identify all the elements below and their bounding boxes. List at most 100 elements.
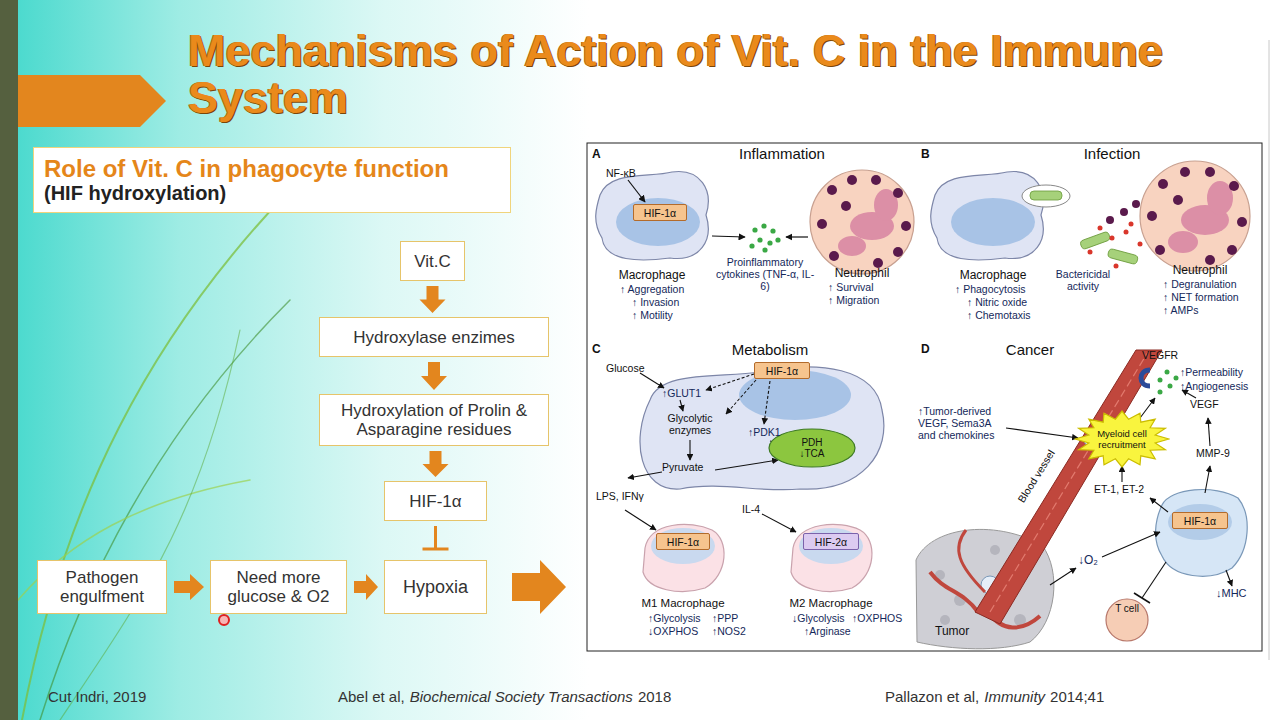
starburst: Myeloid cell recruitment [1074,410,1170,468]
cytokine-dots [749,223,780,252]
effect-label: ↑Permeability [1180,366,1243,378]
decor-swoosh [40,300,290,720]
block-arrow-shape [420,286,446,313]
node-text: HIF-1α [766,365,798,377]
neutrophil-cell [1173,195,1183,205]
process-box: Hydroxylation of Prolin & Asparagine res… [319,394,549,446]
big-arrow [512,560,566,614]
block-arrow [174,574,204,600]
m2-macrophage [791,524,872,591]
citation-line: Abel et al,Biochemical Society Transacti… [338,688,671,706]
node-text: HIF-1α [644,207,676,219]
block-arrow [420,286,446,313]
cytokine-dots [767,240,772,245]
node-text: Need more glucose & O2 [217,568,340,606]
vegf-receptor [1141,370,1150,386]
node-text: HIF-2α [815,536,847,548]
vegf-dots [1165,370,1170,375]
block-arrow [421,362,447,390]
bacteria [1110,236,1115,241]
vegf-dots [1158,370,1179,395]
citation: Abel et al, [338,688,405,706]
macrophage-cell [951,198,1035,246]
panel-title: Cancer [970,341,1090,358]
m2-macrophage [791,524,872,591]
cell-name: M1 Macrophage [628,597,738,610]
neutrophil-cell [1140,161,1250,271]
process-box: HIF-1α [384,481,487,521]
effect-label: ↑ Nitric oxide [967,296,1027,308]
decor-swoosh [18,150,330,720]
citation: Immunity [984,688,1045,706]
neutrophil-cell [893,188,903,198]
bacteria [1120,208,1128,216]
m1-macrophage [651,528,715,564]
figure-frame [587,143,1262,651]
hif-box: HIF-1α [1172,512,1228,529]
vegf-dots [1158,390,1163,395]
m1-macrophage [643,524,724,591]
decor-swoosh [22,150,330,720]
block-arrow-shape [421,362,447,390]
vegf-dots [1168,384,1173,389]
node-text: (HIF hydroxylation) [44,182,226,205]
pathway-arrow [1102,532,1160,557]
tam-cell [1156,490,1248,577]
neutrophil-cell [901,221,911,231]
cytokine-dots [775,237,780,242]
node-text: HIF-1α [667,536,699,548]
factor-label: ET-1, ET-2 [1094,483,1144,495]
pathway-arrow [689,440,690,460]
cytokine-dots [757,237,762,242]
neutrophil-cell [847,175,857,185]
neutrophil-cell [817,175,911,268]
neutrophil-cell [1229,181,1239,191]
starburst-outline [1075,411,1169,467]
cell [640,367,884,490]
side-bar [0,0,18,720]
effect-label: ↓O₂ [1078,553,1098,567]
tam-cell [1168,504,1232,540]
bacteria [1114,264,1119,269]
pathway-arrow [1140,398,1155,418]
node-text: Hydroxylase enzimes [353,328,515,347]
effect-label: ↑ NET formation [1163,291,1239,303]
mitochondrion: PDH↓TCA [768,428,856,468]
stimulus-label: IL-4 [742,503,760,515]
hif-box: HIF-2α [803,533,859,550]
effect-label: ↑NOS2 [712,625,746,637]
macrophage-cell [931,172,1070,260]
bacteria [1098,226,1103,231]
m2-macrophage [799,528,863,564]
pathway-arrow [1006,390,1232,603]
bacteria [1106,200,1140,224]
t-cell-circle-outline [1106,599,1148,641]
effect-label: ↑Angiogenesis [1180,380,1248,392]
pathway-arrow [628,472,662,478]
side-bar [0,0,18,720]
pathway-arrow [680,400,683,411]
neutrophil-cell [1180,167,1190,177]
neutrophil-cell [1237,217,1247,227]
neutrophil-cell [871,175,881,185]
macrophage-cell [1030,191,1062,200]
vegf-receptor [1141,370,1150,386]
cell-name: Macrophage [943,268,1043,282]
neutrophil-cell [810,170,914,274]
pathway-arrow [1226,570,1232,586]
pathway-arrow [715,460,778,470]
effect-label: ↓OXPHOS [648,625,698,637]
effect-label: ↑ Invasion [632,296,679,308]
node-text: Myeloid cell recruitment [1088,428,1156,450]
metabolite-label: Glucose [606,362,645,374]
effect-label: ↑ Motility [632,309,673,321]
neutrophil-cell [1205,167,1215,177]
effect-label: ↑Tumor-derived VEGF, Sema3A and chemokin… [918,405,1010,441]
process-box: Need more glucose & O2 [210,560,347,614]
pathway-arrow [1006,428,1078,438]
bacteria [1129,222,1134,227]
pathway-arrow [1150,498,1168,512]
effect-label: ↑ Survival [828,281,874,293]
effect-label: ↑PDK1 [748,426,781,438]
neutrophil-cell [1155,245,1165,255]
